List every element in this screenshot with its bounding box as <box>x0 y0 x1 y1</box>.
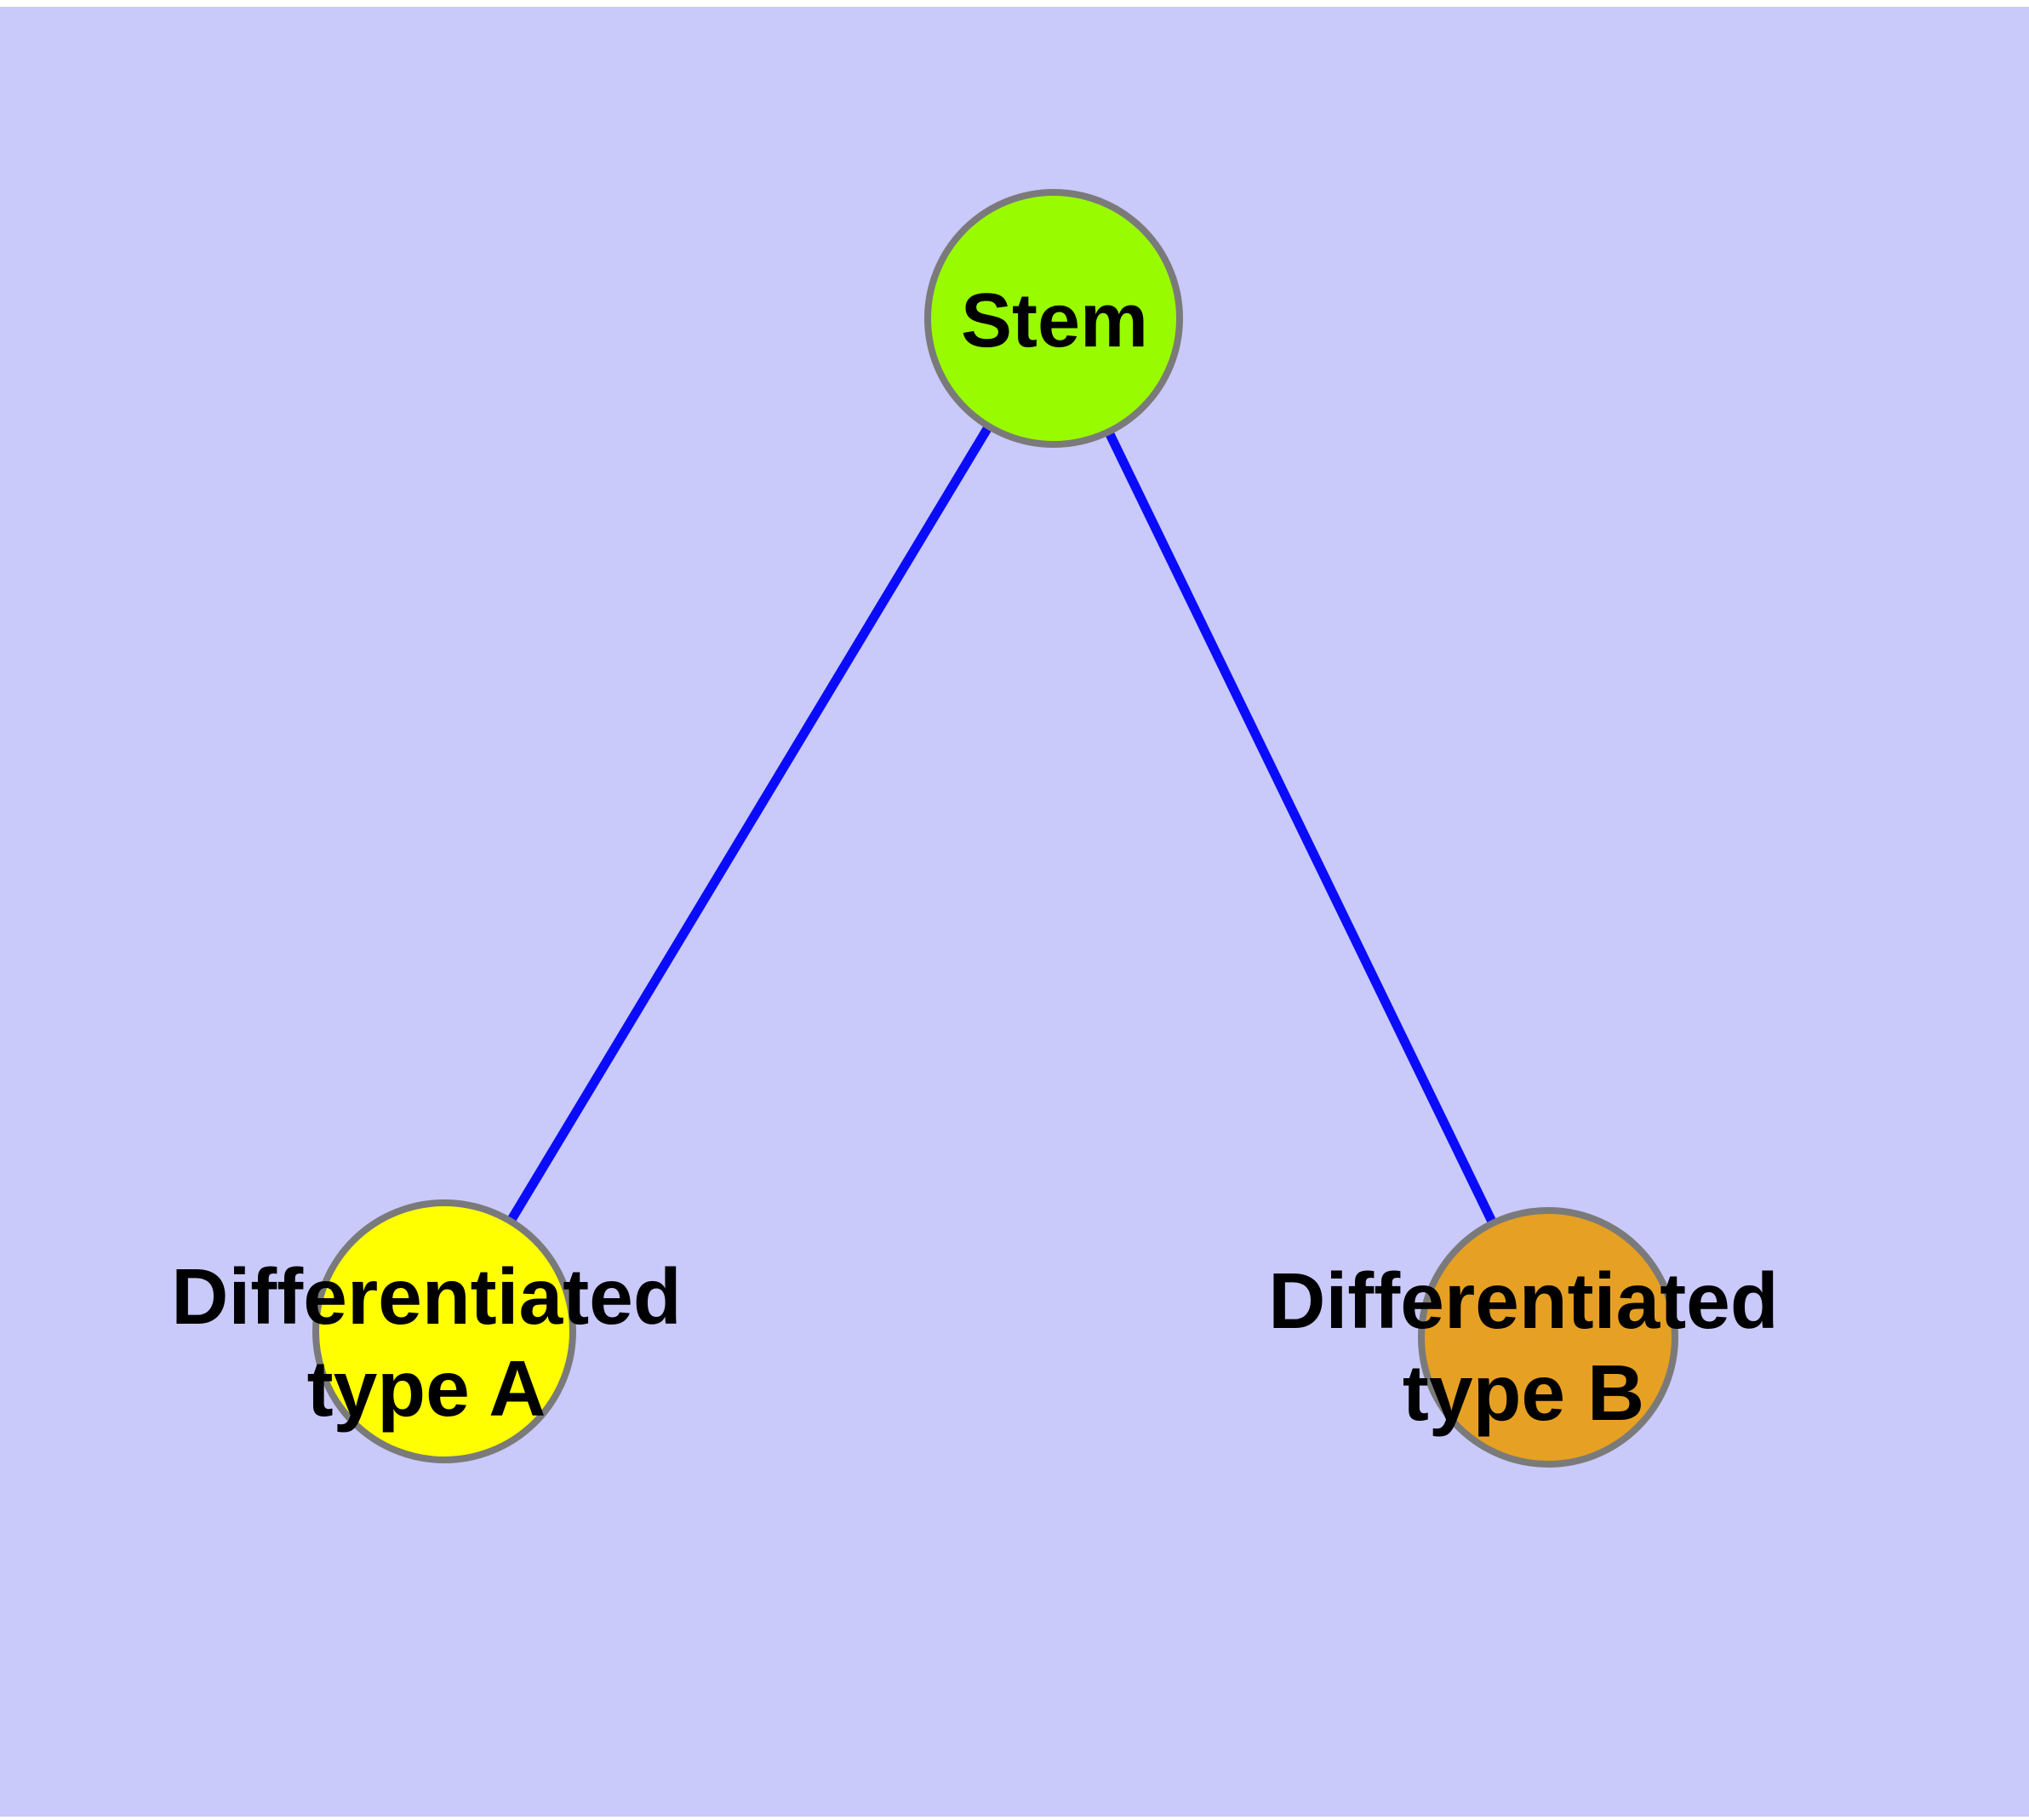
edge-stem-to-type-a <box>440 316 1058 1334</box>
bottom-margin <box>0 1817 2029 1820</box>
differentiated-type-a-label: Differentiated type A <box>171 1251 681 1434</box>
stem-node-label: Stem <box>961 275 1148 367</box>
differentiated-type-a-label-line2: type A <box>306 1344 546 1433</box>
top-margin <box>0 0 2029 7</box>
differentiated-type-a-node <box>312 1199 576 1463</box>
stem-node-label-text: Stem <box>960 278 1149 363</box>
differentiated-type-a-label-line1: Differentiated <box>171 1252 682 1341</box>
differentiated-type-b-label: Differentiated type B <box>1268 1255 1778 1439</box>
differentiated-type-b-node <box>1418 1207 1678 1468</box>
differentiated-type-b-label-line1: Differentiated <box>1268 1256 1779 1345</box>
differentiated-type-b-label-line2: type B <box>1402 1348 1645 1437</box>
stem-node <box>924 189 1183 448</box>
edge-stem-to-type-b <box>1049 316 1552 1340</box>
